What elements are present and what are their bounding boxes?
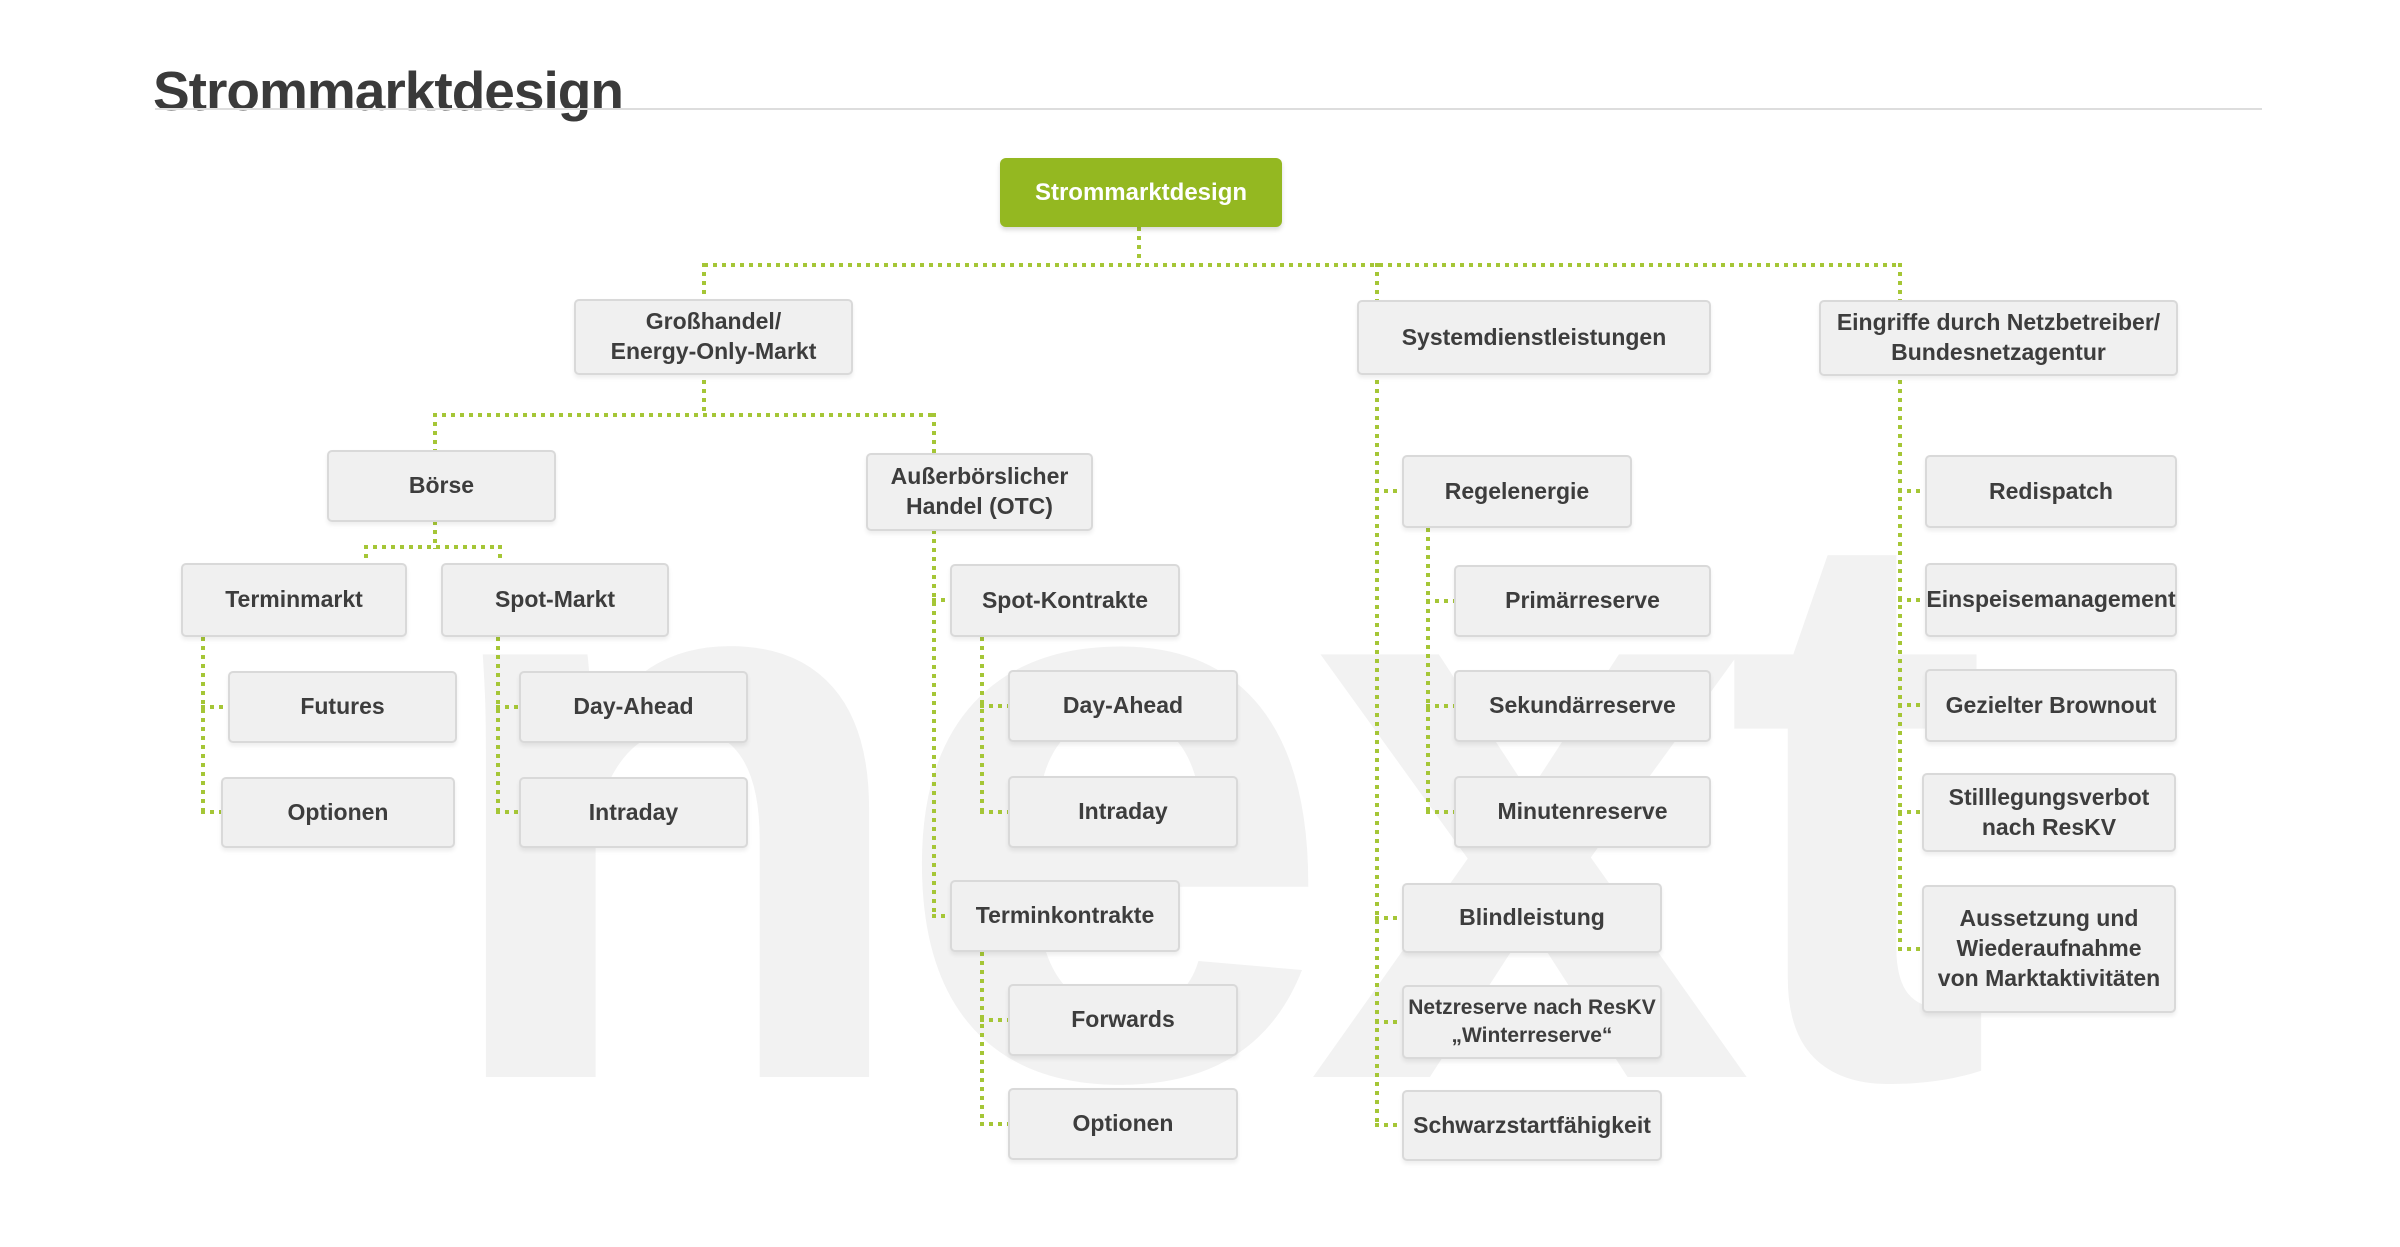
connector-blindleistung-elbow [1375, 916, 1402, 920]
node-terminkontrakte: Terminkontrakte [950, 880, 1180, 952]
node-primaerreserve: Primärreserve [1454, 565, 1711, 637]
node-dayahead-otc: Day-Ahead [1008, 670, 1238, 742]
connector-dayahead-boerse-elbow [496, 705, 519, 709]
connector-forwards-elbow [980, 1018, 1008, 1022]
connector-terminmarkt-spine [201, 637, 205, 814]
node-spotmarkt: Spot-Markt [441, 563, 669, 637]
connector-intraday-otc-elbow [980, 810, 1008, 814]
connector-minutenreserve-elbow [1426, 810, 1454, 814]
node-grosshandel: Großhandel/ Energy-Only-Markt [574, 299, 853, 375]
node-optionen-otc: Optionen [1008, 1088, 1238, 1160]
connector-primaerreserve-elbow [1426, 599, 1454, 603]
node-otc: Außerbörslicher Handel (OTC) [866, 453, 1093, 531]
connector-systemdienstleistungen-spine [1375, 263, 1379, 1127]
connector-spotmarkt-spine [496, 637, 500, 814]
connector-regelenergie-elbow [1375, 489, 1402, 493]
connector-futures-elbow [201, 705, 228, 709]
node-gezielter-brownout: Gezielter Brownout [1925, 669, 2177, 742]
node-optionen-boerse: Optionen [221, 777, 455, 848]
node-spotkontrakte: Spot-Kontrakte [950, 564, 1180, 637]
node-schwarzstartfaehigkeit: Schwarzstartfähigkeit [1402, 1090, 1662, 1161]
node-blindleistung: Blindleistung [1402, 883, 1662, 953]
connector-stilllegungsverbot-elbow [1898, 810, 1925, 814]
node-futures: Futures [228, 671, 457, 743]
connector-regelenergie-spine [1426, 528, 1430, 814]
node-sekundaerreserve: Sekundärreserve [1454, 670, 1711, 742]
node-eingriffe: Eingriffe durch Netzbetreiber/ Bundesnet… [1819, 300, 2178, 376]
connector-sekundaerreserve-elbow [1426, 704, 1454, 708]
node-terminmarkt: Terminmarkt [181, 563, 407, 637]
node-dayahead-boerse: Day-Ahead [519, 671, 748, 743]
connector-schwarzstart-elbow [1375, 1123, 1402, 1127]
connector-einspeisemanagement-elbow [1898, 598, 1925, 602]
connector-terminkontrakte-spine [980, 952, 984, 1126]
connector-grosshandel-rail [433, 413, 936, 417]
node-intraday-boerse: Intraday [519, 777, 748, 848]
connector-intraday-boerse-elbow [496, 810, 519, 814]
connector-otc-spine [932, 413, 936, 918]
node-root-strommarktdesign: Strommarktdesign [1000, 158, 1282, 227]
connector-brownout-elbow [1898, 703, 1925, 707]
node-aussetzung: Aussetzung und Wiederaufnahme von Markta… [1922, 885, 2176, 1013]
connector-spotkontrakte-elbow [932, 598, 950, 602]
node-einspeisemanagement: Einspeisemanagement [1925, 563, 2177, 637]
node-stilllegungsverbot: Stilllegungsverbot nach ResKV [1922, 773, 2176, 852]
connector-terminmarkt-drop [364, 545, 368, 565]
connector-boerse-rail [364, 545, 502, 549]
connector-spotmarkt-drop [498, 545, 502, 565]
connector-spotkontrakte-spine [980, 637, 984, 814]
title-divider [155, 108, 2262, 110]
connector-eingriffe-spine [1898, 263, 1902, 951]
connector-netzreserve-elbow [1375, 1020, 1402, 1024]
node-forwards: Forwards [1008, 984, 1238, 1056]
node-regelenergie: Regelenergie [1402, 455, 1632, 528]
connector-dayahead-otc-elbow [980, 704, 1008, 708]
page-title: Strommarktdesign [153, 59, 624, 122]
node-redispatch: Redispatch [1925, 455, 2177, 528]
connector-top-rail [704, 263, 1902, 267]
connector-optionen-otc-elbow [980, 1122, 1008, 1126]
connector-aussetzung-elbow [1898, 947, 1925, 951]
connector-redispatch-elbow [1898, 489, 1925, 493]
connector-terminkontrakte-elbow [932, 914, 950, 918]
node-netzreserve: Netzreserve nach ResKV „Winterreserve“ [1402, 985, 1662, 1059]
connector-root-drop [1137, 227, 1141, 265]
node-systemdienstleistungen: Systemdienstleistungen [1357, 300, 1711, 375]
connector-optionen-boerse-elbow [201, 810, 223, 814]
node-intraday-otc: Intraday [1008, 776, 1238, 848]
node-minutenreserve: Minutenreserve [1454, 776, 1711, 848]
node-boerse: Börse [327, 450, 556, 522]
